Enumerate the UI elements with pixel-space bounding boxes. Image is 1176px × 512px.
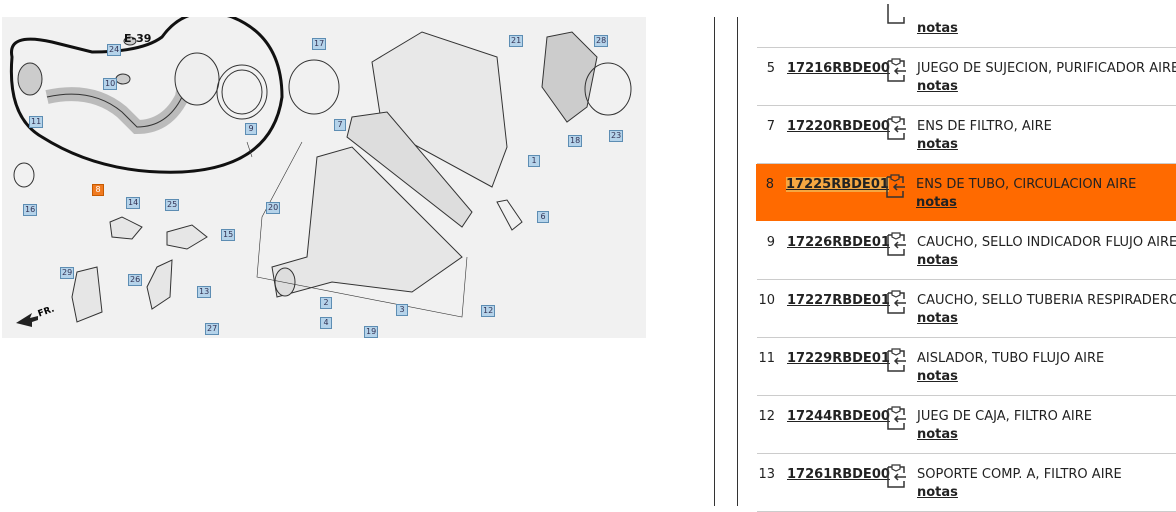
part-description: CAUCHO, SELLO INDICADOR FLUJO AIRE [917, 235, 1176, 250]
callout-25[interactable]: 25 [165, 199, 180, 211]
part-description: SOPORTE COMP. A, FILTRO AIRE [917, 467, 1122, 482]
callout-8[interactable]: 8 [92, 184, 104, 196]
table-row[interactable]: 9 17226RBDE01 CAUCHO, SELLO INDICADOR FLUJ… [757, 222, 1176, 280]
callout-4[interactable]: 4 [320, 317, 332, 329]
part-description: ENS DE FILTRO, AIRE [917, 119, 1052, 134]
notes-link[interactable]: notas [917, 21, 958, 36]
callout-11[interactable]: 11 [29, 116, 44, 128]
add-to-cart-icon[interactable] [885, 0, 907, 25]
notes-link[interactable]: notas [917, 369, 958, 384]
reference-label: E-39 [124, 32, 152, 45]
table-row[interactable]: 7 17220RBDE00 ENS DE FILTRO, AIRE notas [757, 106, 1176, 164]
front-direction-arrow [16, 313, 38, 327]
divider [714, 17, 715, 506]
callout-2[interactable]: 2 [320, 297, 332, 309]
ref-number: 11 [758, 351, 775, 366]
add-to-cart-icon[interactable] [885, 57, 907, 83]
table-row[interactable]: 5 17216RBDE00 JUEGO DE SUJECION, PURIFICAD… [757, 48, 1176, 106]
callout-1[interactable]: 1 [528, 155, 540, 167]
part-number-link[interactable]: 17226RBDE01 [787, 235, 890, 250]
callout-26[interactable]: 26 [128, 274, 143, 286]
part-description: ENS DE TUBO, CIRCULACION AIRE [916, 177, 1137, 192]
divider [737, 17, 738, 506]
callout-10[interactable]: 10 [103, 78, 118, 90]
callout-6[interactable]: 6 [537, 211, 549, 223]
callout-20[interactable]: 20 [266, 202, 281, 214]
callout-16[interactable]: 16 [23, 204, 38, 216]
add-to-cart-icon[interactable] [884, 173, 906, 199]
table-row[interactable]: 10 17227RBDE01 CAUCHO, SELLO TUBERIA RESPI… [757, 280, 1176, 338]
callout-27[interactable]: 27 [205, 323, 220, 335]
notes-link[interactable]: notas [917, 485, 958, 500]
add-to-cart-icon[interactable] [885, 347, 907, 373]
table-row[interactable]: 8 17225RBDE01 ENS DE TUBO, CIRCULACION AIR… [756, 164, 1176, 221]
part-description: CAUCHO, SELLO TUBERIA RESPIRADERO [917, 293, 1176, 308]
notes-link[interactable]: notas [917, 253, 958, 268]
ref-number: 7 [766, 119, 775, 134]
add-to-cart-icon[interactable] [885, 463, 907, 489]
callout-14[interactable]: 14 [126, 197, 141, 209]
part-number-link[interactable]: 17220RBDE00 [787, 119, 890, 134]
add-to-cart-icon[interactable] [885, 115, 907, 141]
callout-29[interactable]: 29 [60, 267, 75, 279]
table-row[interactable]: 12 17244RBDE00 JUEG DE CAJA, FILTRO AIRE no… [757, 396, 1176, 454]
callout-24[interactable]: 24 [107, 44, 122, 56]
ref-number: 5 [766, 61, 775, 76]
table-row[interactable]: 13 17261RBDE00 SOPORTE COMP. A, FILTRO AIR… [757, 454, 1176, 512]
notes-link[interactable]: notas [917, 79, 958, 94]
callout-3[interactable]: 3 [396, 304, 408, 316]
callout-12[interactable]: 12 [481, 305, 496, 317]
notes-link[interactable]: notas [917, 427, 958, 442]
callout-19[interactable]: 19 [364, 326, 379, 338]
add-to-cart-icon[interactable] [885, 289, 907, 315]
part-number-link[interactable]: 17229RBDE01 [787, 351, 890, 366]
callout-28[interactable]: 28 [594, 35, 609, 47]
ref-number: 13 [758, 467, 775, 482]
callout-23[interactable]: 23 [609, 130, 624, 142]
notes-link[interactable]: notas [917, 311, 958, 326]
ref-number: 8 [765, 177, 774, 192]
callout-18[interactable]: 18 [568, 135, 583, 147]
diagram-drawing [9, 17, 632, 327]
part-number-link[interactable]: 17216RBDE00 [787, 61, 890, 76]
ref-number: 12 [758, 409, 775, 424]
callout-13[interactable]: 13 [197, 286, 212, 298]
part-number-link[interactable]: 17244RBDE00 [787, 409, 890, 424]
part-number-link[interactable]: 17225RBDE01 [786, 177, 889, 192]
part-description: JUEG DE CAJA, FILTRO AIRE [917, 409, 1092, 424]
table-row-partial: notas [757, 0, 1176, 48]
callout-7[interactable]: 7 [334, 119, 346, 131]
part-number-link[interactable]: 17261RBDE00 [787, 467, 890, 482]
callout-9[interactable]: 9 [245, 123, 257, 135]
callout-21[interactable]: 21 [509, 35, 524, 47]
part-description: JUEGO DE SUJECION, PURIFICADOR AIRE [917, 61, 1176, 76]
notes-link[interactable]: notas [916, 195, 957, 210]
ref-number: 10 [758, 293, 775, 308]
callout-15[interactable]: 15 [221, 229, 236, 241]
callout-17[interactable]: 17 [312, 38, 327, 50]
add-to-cart-icon[interactable] [885, 405, 907, 431]
notes-link[interactable]: notas [917, 137, 958, 152]
ref-number: 9 [766, 235, 775, 250]
add-to-cart-icon[interactable] [885, 231, 907, 257]
part-description: AISLADOR, TUBO FLUJO AIRE [917, 351, 1105, 366]
part-number-link[interactable]: 17227RBDE01 [787, 293, 890, 308]
table-row[interactable]: 11 17229RBDE01 AISLADOR, TUBO FLUJO AIRE no… [757, 338, 1176, 396]
